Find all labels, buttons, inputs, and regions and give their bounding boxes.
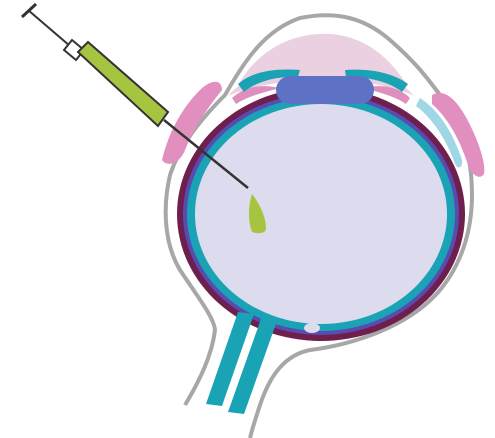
syringe-barrel <box>78 42 168 126</box>
syringe-plunger-rod <box>28 10 70 46</box>
lens <box>276 76 374 104</box>
optic-disc <box>304 323 320 333</box>
vitreous-body <box>195 104 447 324</box>
